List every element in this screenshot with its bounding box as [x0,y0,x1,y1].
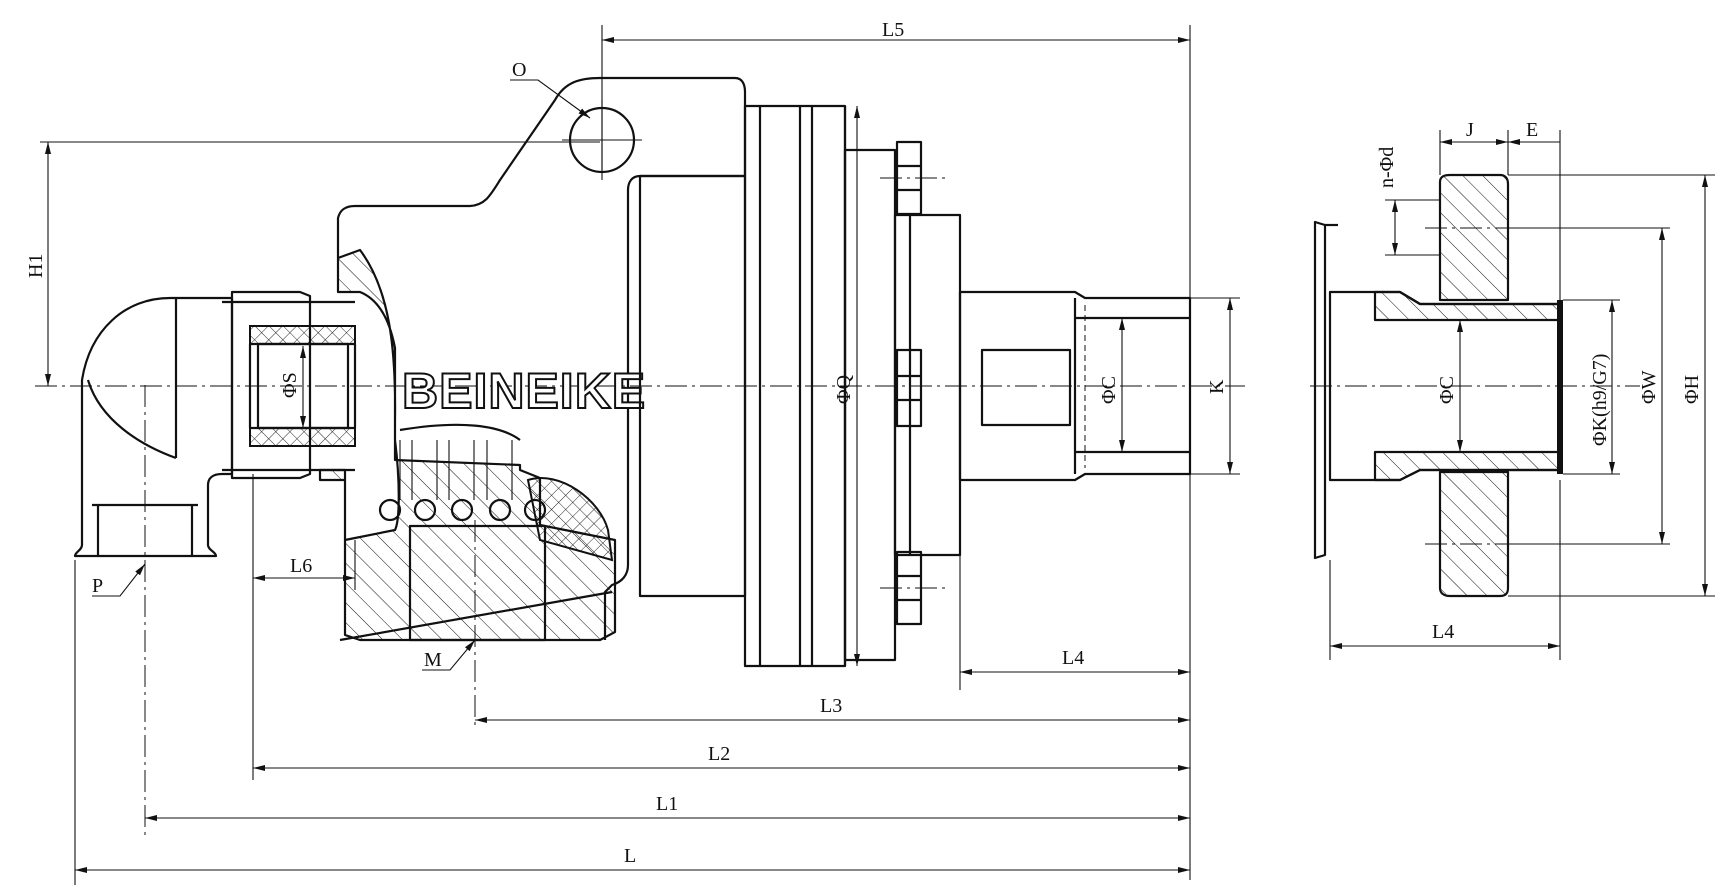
brand-text: BEINEIKE [402,363,646,419]
label-o: O [512,59,526,81]
label-p: P [92,575,103,597]
label-l1: L1 [656,793,678,815]
seal-ring [526,477,614,562]
elbow-fitting [73,296,234,840]
label-l5: L5 [882,19,904,41]
dimensions [40,25,1240,885]
label-w: ΦW [1638,370,1660,404]
label-l3: L3 [820,695,842,717]
label-j: J [1466,119,1474,141]
label-l4-side: L4 [1432,621,1454,643]
label-q: ΦQ [833,374,855,404]
bolts [880,140,950,626]
label-h: ΦH [1681,375,1703,404]
main-view: BEINEIKE [25,19,1245,885]
housing-section [318,248,617,642]
label-k: K [1206,379,1228,394]
label-k-h9: ΦK(h9/G7) [1589,354,1611,446]
nut-body [222,290,357,480]
label-nd: n-Φd [1376,147,1398,188]
label-l: L [624,845,636,867]
label-l4-main: L4 [1062,647,1084,669]
label-c-main: ΦC [1098,376,1120,404]
side-view: n-Φd J E ΦC ΦK(h9/G7) ΦW ΦH L4 [1310,119,1715,660]
label-m: M [424,649,442,671]
label-s: ΦS [279,372,301,398]
label-e: E [1526,119,1538,141]
label-c-side: ΦC [1436,376,1458,404]
label-h1: H1 [25,254,47,278]
port-m [408,524,547,642]
side-dimensions [1329,130,1715,660]
housing-outline [336,76,747,640]
label-l2: L2 [708,743,730,765]
label-l6: L6 [290,555,312,577]
